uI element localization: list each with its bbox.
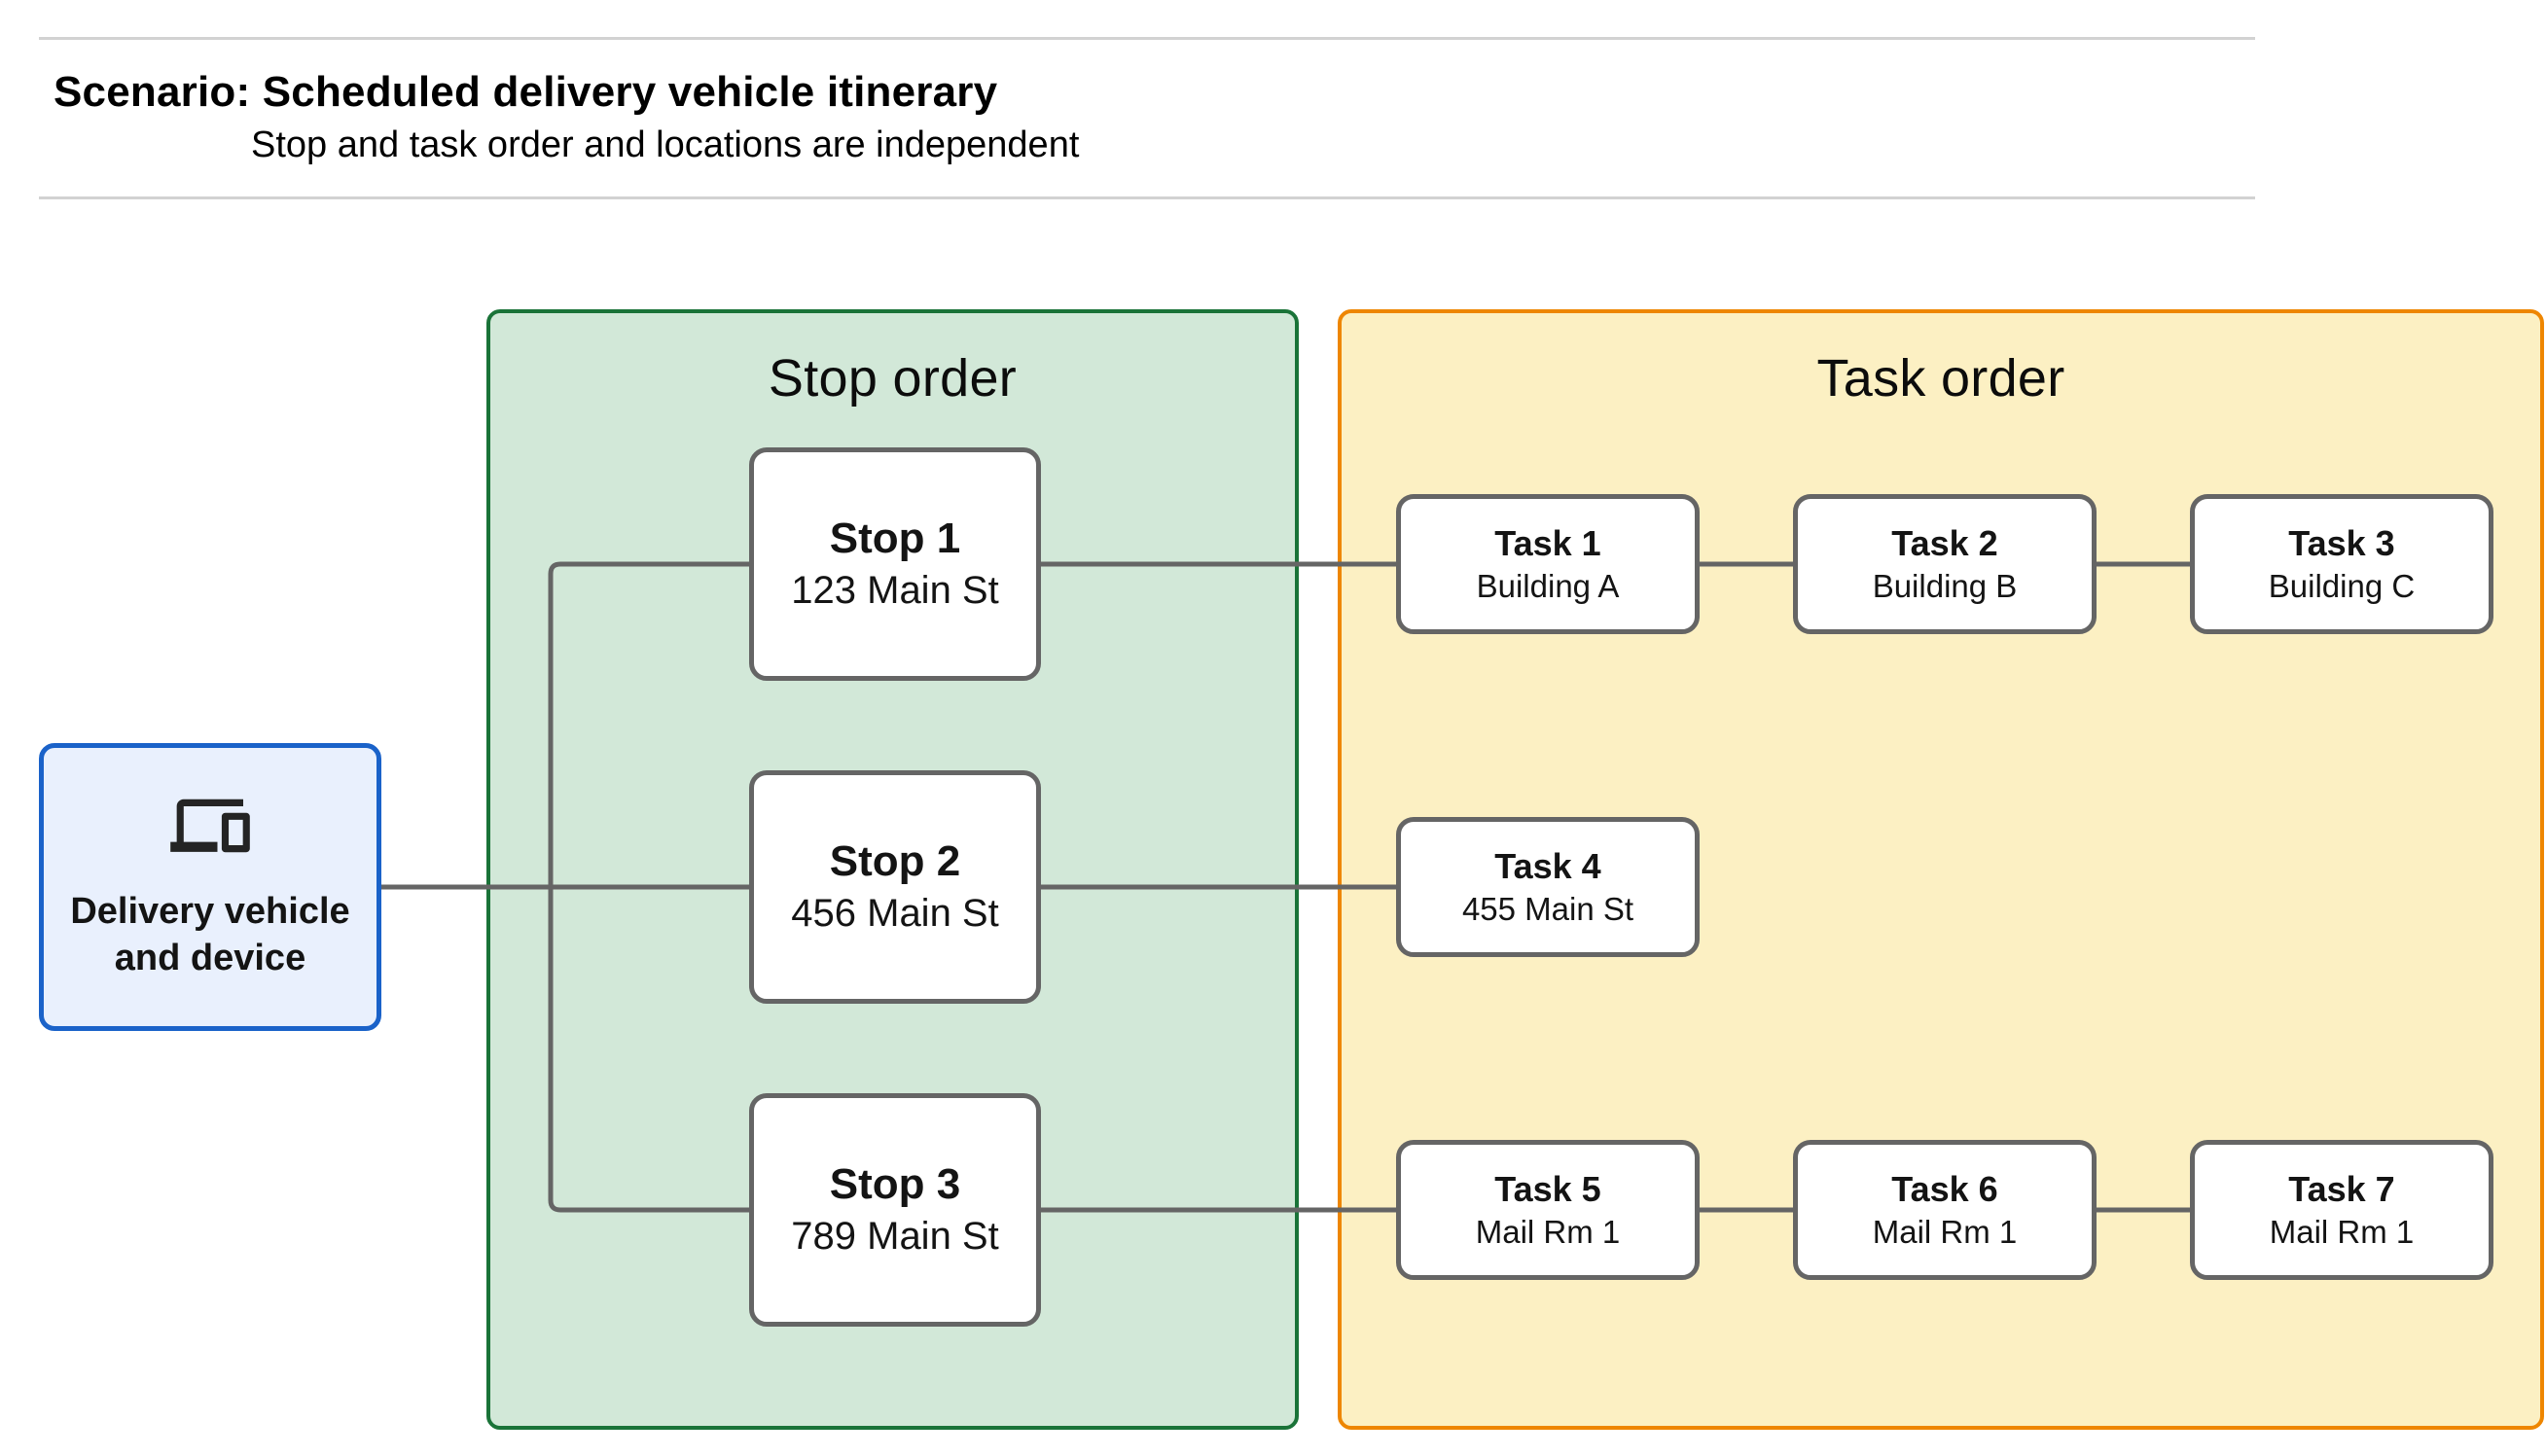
task-location: Mail Rm 1	[1872, 1214, 2018, 1250]
task-title: Task 7	[2288, 1169, 2395, 1209]
task-node-6: Task 6 Mail Rm 1	[1793, 1140, 2097, 1280]
stop-title: Stop 3	[829, 1160, 961, 1208]
stop-location: 123 Main St	[791, 569, 999, 612]
page-title: Scenario: Scheduled delivery vehicle iti…	[54, 68, 998, 116]
task-location: Building C	[2268, 568, 2416, 604]
stop-node-3: Stop 3 789 Main St	[749, 1093, 1041, 1327]
divider-top	[39, 37, 2255, 40]
stop-order-label: Stop order	[768, 349, 1018, 408]
task-node-5: Task 5 Mail Rm 1	[1396, 1140, 1700, 1280]
task-title: Task 6	[1891, 1169, 1998, 1209]
stop-location: 789 Main St	[791, 1215, 999, 1258]
task-node-3: Task 3 Building C	[2190, 494, 2493, 634]
task-title: Task 3	[2288, 523, 2395, 563]
stop-node-1: Stop 1 123 Main St	[749, 447, 1041, 681]
vehicle-label: Delivery vehicle and device	[70, 888, 349, 981]
task-location: Mail Rm 1	[1475, 1214, 1621, 1250]
connector-trunk-stop1-stop3	[548, 561, 749, 1213]
vehicle-label-line2: and device	[114, 938, 306, 978]
task-location: Building B	[1872, 568, 2018, 604]
task-title: Task 5	[1494, 1169, 1601, 1209]
task-location: Mail Rm 1	[2269, 1214, 2415, 1250]
page-subtitle: Stop and task order and locations are in…	[251, 124, 1080, 165]
stop-title: Stop 1	[829, 515, 961, 562]
task-title: Task 1	[1494, 523, 1601, 563]
stop-title: Stop 2	[829, 837, 961, 885]
task-node-1: Task 1 Building A	[1396, 494, 1700, 634]
task-location: 455 Main St	[1461, 891, 1634, 927]
stop-node-2: Stop 2 456 Main St	[749, 770, 1041, 1004]
task-node-2: Task 2 Building B	[1793, 494, 2097, 634]
task-node-4: Task 4 455 Main St	[1396, 817, 1700, 957]
task-order-label: Task order	[1816, 349, 2065, 408]
delivery-vehicle-node: Delivery vehicle and device	[39, 743, 381, 1031]
task-location: Building A	[1476, 568, 1620, 604]
stop-location: 456 Main St	[791, 892, 999, 935]
vehicle-label-line1: Delivery vehicle	[70, 891, 350, 932]
task-node-7: Task 7 Mail Rm 1	[2190, 1140, 2493, 1280]
task-title: Task 4	[1494, 846, 1601, 886]
divider-bottom	[39, 196, 2255, 199]
devices-icon	[169, 793, 251, 859]
task-title: Task 2	[1891, 523, 1998, 563]
